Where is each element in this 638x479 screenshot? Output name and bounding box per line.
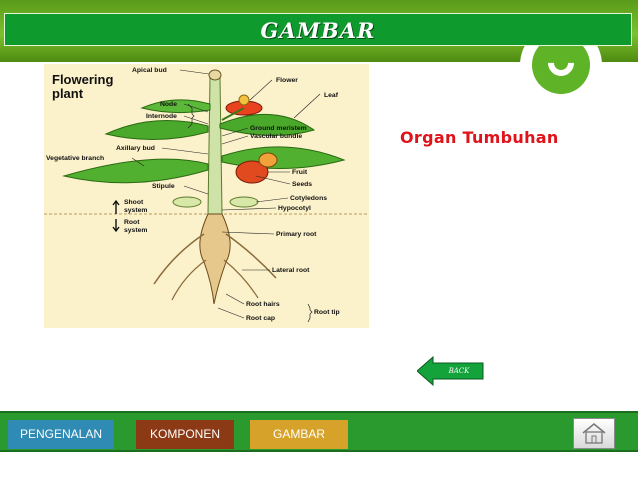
diagram-title-line1: Flowering bbox=[52, 72, 113, 87]
label-vegetative-branch: Vegetative branch bbox=[46, 155, 104, 162]
title-bar: GAMBAR bbox=[4, 13, 632, 46]
label-leaf: Leaf bbox=[324, 92, 339, 99]
label-axillary-bud: Axillary bud bbox=[116, 145, 155, 152]
page-title: GAMBAR bbox=[260, 18, 376, 43]
label-root-system-1: Root bbox=[124, 219, 140, 226]
label-root-system-2: system bbox=[124, 227, 147, 234]
back-arrow-icon bbox=[416, 355, 484, 387]
label-apical-bud: Apical bud bbox=[132, 67, 167, 74]
label-lateral-root: Lateral root bbox=[272, 267, 310, 274]
back-button-label: BACK bbox=[448, 367, 470, 375]
label-shoot-system-2: system bbox=[124, 207, 147, 214]
label-internode: Internode bbox=[146, 113, 177, 120]
label-root-tip: Root tip bbox=[314, 309, 340, 316]
label-hypocotyl: Hypocotyl bbox=[278, 205, 311, 212]
nav-gambar[interactable]: GAMBAR bbox=[250, 420, 348, 449]
plant-diagram: Flowering plant bbox=[44, 64, 369, 328]
label-cotyledons: Cotyledons bbox=[290, 195, 327, 202]
label-vascular-bundle: Vascular bundle bbox=[250, 133, 302, 140]
bottom-nav: PENGENALAN KOMPONEN GAMBAR bbox=[0, 411, 638, 452]
label-ground-meristem: Ground meristem bbox=[250, 125, 307, 132]
label-root-hairs: Root hairs bbox=[246, 301, 280, 308]
label-fruit: Fruit bbox=[292, 169, 308, 176]
back-button[interactable]: BACK bbox=[416, 355, 485, 387]
nav-pengenalan[interactable]: PENGENALAN bbox=[8, 420, 114, 449]
diagram-title-line2: plant bbox=[52, 86, 84, 101]
label-flower: Flower bbox=[276, 77, 298, 84]
home-button[interactable] bbox=[573, 418, 615, 449]
label-primary-root: Primary root bbox=[276, 231, 317, 238]
label-stipule: Stipule bbox=[152, 183, 175, 190]
label-node: Node bbox=[160, 101, 177, 108]
nav-komponen[interactable]: KOMPONEN bbox=[136, 420, 234, 449]
home-icon bbox=[582, 423, 606, 444]
section-heading: Organ Tumbuhan bbox=[400, 128, 559, 147]
label-seeds: Seeds bbox=[292, 181, 312, 188]
label-root-cap: Root cap bbox=[246, 315, 275, 322]
label-shoot-system-1: Shoot bbox=[124, 199, 144, 206]
